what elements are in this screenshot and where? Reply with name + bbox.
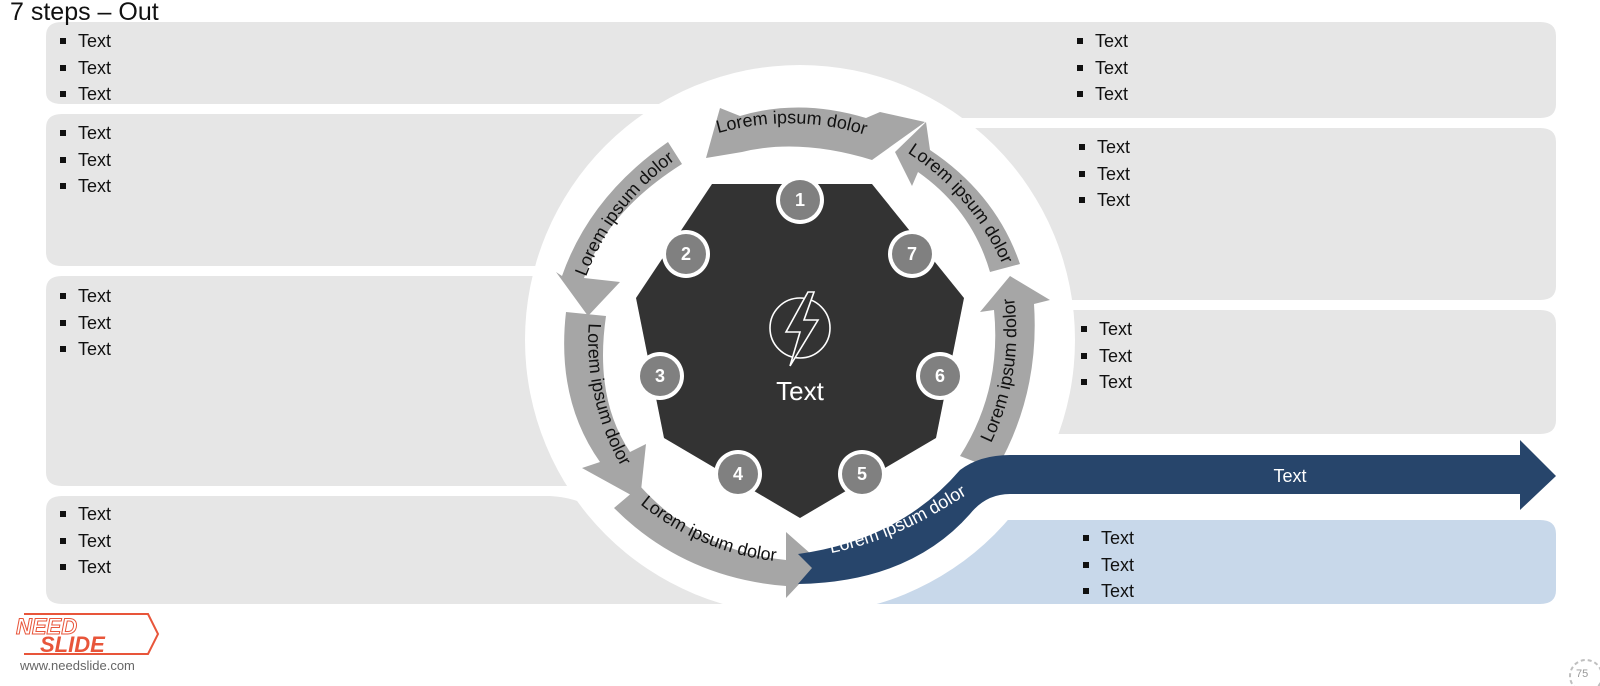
out-arrow: [798, 440, 1556, 584]
ring-arrow-1: [706, 107, 925, 160]
list-item: Text: [1079, 343, 1132, 370]
ring-arrow-7: [895, 122, 1020, 272]
ring-arrow-6: [960, 276, 1050, 470]
list-item: Text: [1081, 578, 1134, 605]
left-panel-1-list: Text Text Text: [58, 28, 111, 108]
step-number-6: 6: [935, 366, 945, 386]
list-item: Text: [58, 528, 111, 555]
left-panel-2-list: Text Text Text: [58, 120, 111, 200]
list-item: Text: [1075, 28, 1128, 55]
logo-url[interactable]: www.needslide.com: [20, 658, 135, 673]
step-number-7: 7: [907, 244, 917, 264]
center-label: Text: [776, 376, 824, 406]
panel-left-3: [46, 276, 580, 486]
step-number-4: 4: [733, 464, 743, 484]
step-5: 5: [838, 450, 886, 498]
list-item: Text: [1079, 369, 1132, 396]
step-7: 7: [888, 230, 936, 278]
right-panel-4-list: Text Text Text: [1081, 525, 1134, 605]
list-item: Text: [58, 120, 111, 147]
right-panel-2-list: Text Text Text: [1077, 134, 1130, 214]
list-item: Text: [1075, 55, 1128, 82]
list-item: Text: [58, 173, 111, 200]
step-number-2: 2: [681, 244, 691, 264]
step-1: 1: [776, 176, 824, 224]
list-item: Text: [1077, 161, 1130, 188]
panel-right-1: [961, 128, 1556, 300]
logo-line-2: SLIDE: [40, 632, 106, 657]
logo-line-1: NEED: [16, 614, 77, 639]
ring-arrow-3: [564, 312, 646, 500]
slide-title: 7 steps – Out: [10, 0, 159, 26]
list-item: Text: [58, 28, 111, 55]
panel-right-4: [867, 520, 1556, 604]
step-number-5: 5: [857, 464, 867, 484]
page-number: 75: [1576, 668, 1589, 680]
left-panel-4-list: Text Text Text: [58, 501, 111, 581]
step-number-3: 3: [655, 366, 665, 386]
ring-arrow-2: [556, 142, 682, 316]
right-panel-3-list: Text Text Text: [1079, 316, 1132, 396]
list-item: Text: [58, 55, 111, 82]
list-item: Text: [58, 554, 111, 581]
panel-left-4: [46, 496, 728, 604]
ring-arrows: [556, 107, 1050, 598]
list-item: Text: [1081, 525, 1134, 552]
list-item: Text: [1077, 134, 1130, 161]
step-3: 3: [636, 352, 684, 400]
step-number-1: 1: [795, 190, 805, 210]
list-item: Text: [58, 283, 111, 310]
list-item: Text: [58, 81, 111, 108]
ring-arrow-4: [614, 486, 820, 598]
list-item: Text: [58, 336, 111, 363]
panel-right-2: [1040, 310, 1556, 434]
needslide-logo: NEED SLIDE: [16, 613, 160, 657]
left-panel-3-list: Text Text Text: [58, 283, 111, 363]
list-item: Text: [1079, 316, 1132, 343]
step-4: 4: [714, 450, 762, 498]
step-2: 2: [662, 230, 710, 278]
lightning-icon: [769, 291, 831, 367]
right-panel-1-list: Text Text Text: [1075, 28, 1128, 108]
list-item: Text: [1081, 552, 1134, 579]
out-arrow-label: Text: [1273, 466, 1306, 486]
page-number-badge: [1569, 659, 1600, 686]
panel-left-2: [46, 114, 667, 266]
list-item: Text: [58, 147, 111, 174]
list-item: Text: [58, 310, 111, 337]
step-6: 6: [916, 352, 964, 400]
list-item: Text: [1077, 187, 1130, 214]
list-item: Text: [58, 501, 111, 528]
list-item: Text: [1075, 81, 1128, 108]
